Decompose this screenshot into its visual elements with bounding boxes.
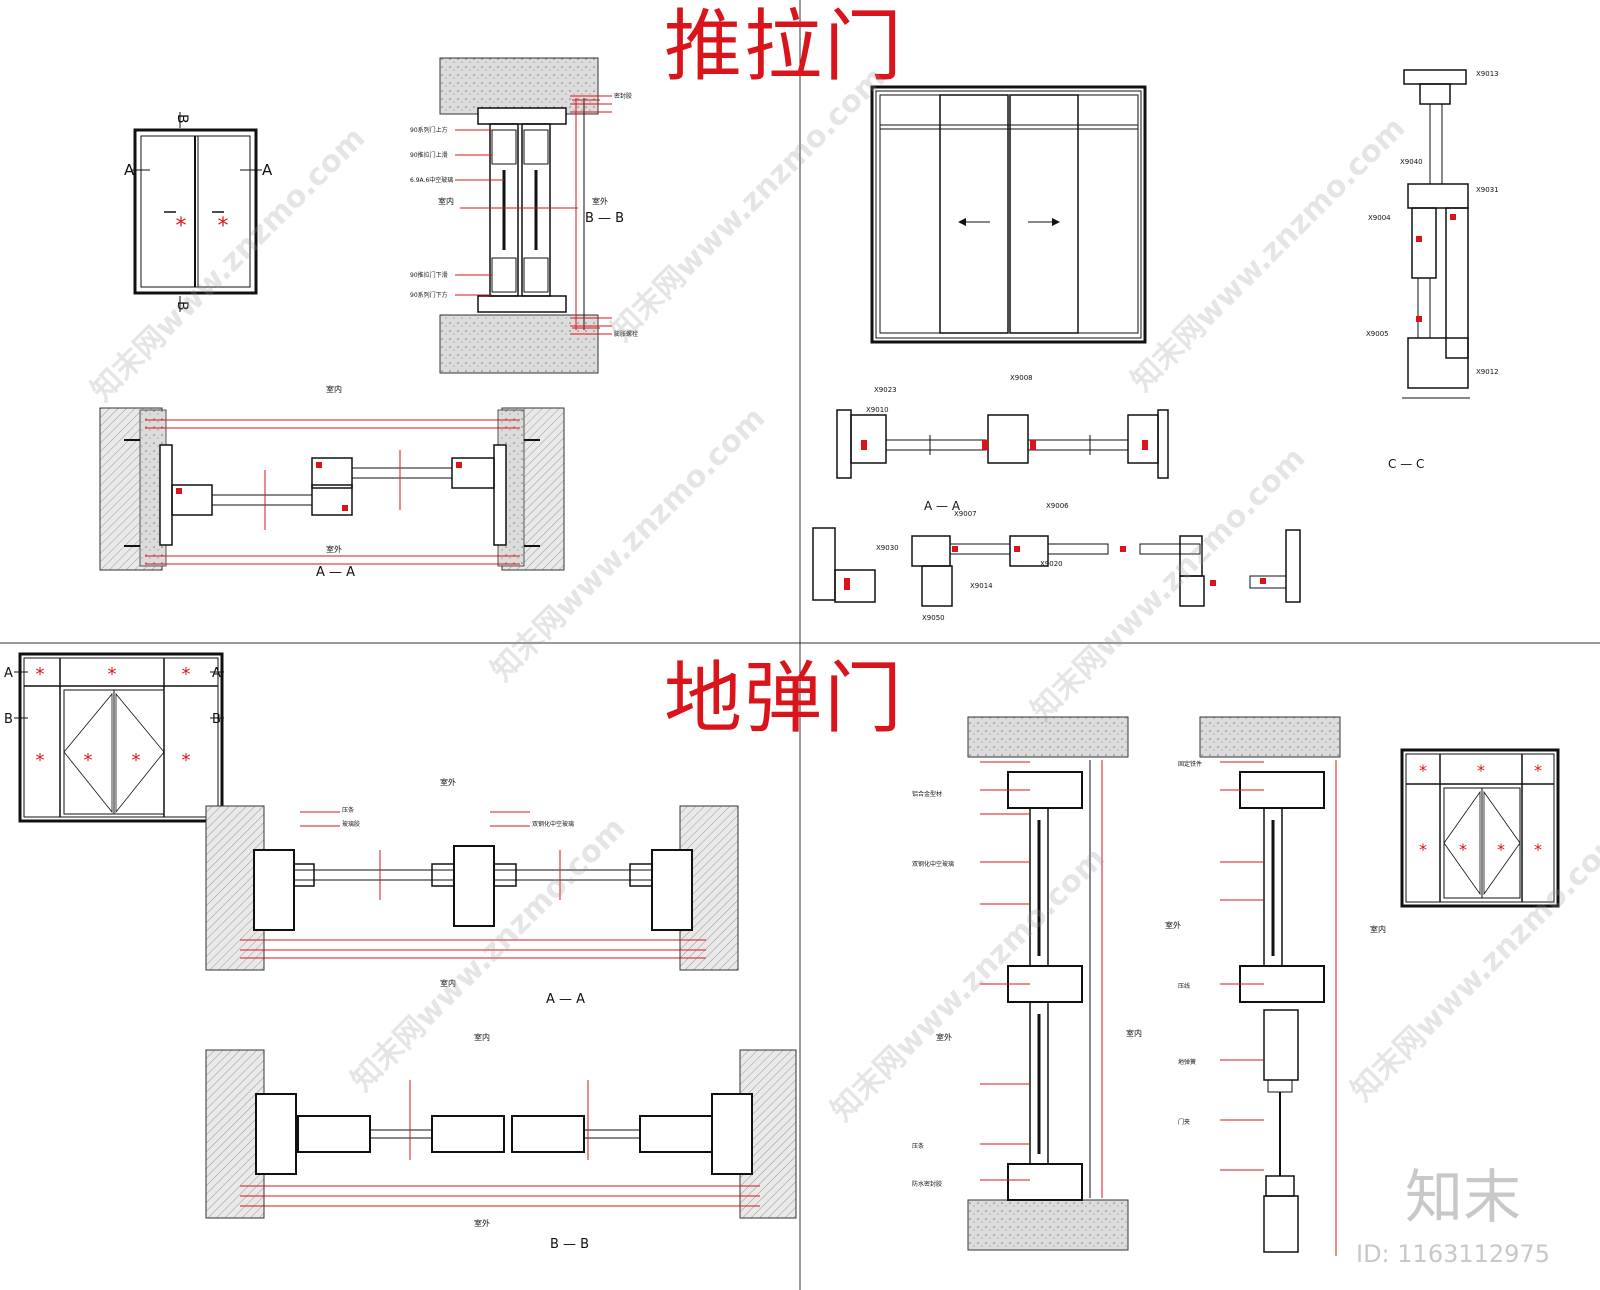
- svg-text:*: *: [132, 750, 141, 771]
- anno-spring-8: 固定铁件: [1178, 760, 1202, 768]
- label-indoor-aa: 室内: [326, 384, 342, 394]
- svg-text:*: *: [36, 664, 45, 685]
- section-marker-a-left: A: [124, 161, 135, 179]
- code-x9008: X9008: [1010, 374, 1033, 382]
- profile-section-cc: [1402, 69, 1470, 399]
- label-indoor-vs2: 室内: [1370, 924, 1386, 934]
- anno-spring-7: 压线: [1178, 982, 1190, 990]
- anno-sliding-1: 90推拉门上滑: [410, 151, 448, 159]
- profile-detail-row2: [812, 527, 1301, 607]
- svg-text:*: *: [1419, 840, 1427, 859]
- label-indoor-spring-aa: 室内: [440, 978, 456, 988]
- svg-text:*: *: [1534, 840, 1542, 859]
- svg-text:*: *: [182, 664, 191, 685]
- code-x9023: X9023: [874, 386, 897, 394]
- anno-sliding-0: 90系列门上方: [410, 126, 448, 134]
- spring-door-elevation-left: * * * * * * *: [14, 652, 224, 823]
- sliding-section-bb: [439, 57, 612, 374]
- code-x9006: X9006: [1046, 502, 1069, 510]
- section-marker-b-top: B: [174, 114, 190, 124]
- label-outdoor-vs1: 室外: [936, 1032, 952, 1042]
- spring-section-bb: [205, 1049, 797, 1219]
- spring-door-elevation-right: * * * * * * *: [1400, 748, 1560, 908]
- svg-text:*: *: [182, 750, 191, 771]
- anno-sliding-4: 90系列门下方: [410, 291, 448, 299]
- sliding-section-aa: [99, 407, 565, 571]
- brand-logo: 知末: [1405, 1163, 1522, 1231]
- code-x9010: X9010: [866, 406, 889, 414]
- anno-sliding-6: 膨胀螺栓: [614, 330, 638, 338]
- spring-vertical-section-2: [1199, 716, 1341, 1256]
- label-indoor-vs1: 室内: [1126, 1028, 1142, 1038]
- section-title-bb-top: B — B: [585, 211, 624, 226]
- marker-b-spring-right: B: [212, 712, 221, 727]
- code-x9030: X9030: [876, 544, 899, 552]
- svg-text:*: *: [1477, 761, 1485, 780]
- marker-a-spring-right: A: [212, 666, 221, 681]
- title-floor-spring-door: 地弹门: [664, 654, 905, 744]
- code-x9050: X9050: [922, 614, 945, 622]
- svg-text:*: *: [84, 750, 93, 771]
- code-x9020: X9020: [1040, 560, 1063, 568]
- anno-spring-2b: 双钢化中空玻璃: [912, 860, 954, 868]
- svg-text:*: *: [36, 750, 45, 771]
- section-title-aa-spring: A — A: [546, 992, 585, 1007]
- brand-id: ID: 1163112975: [1356, 1240, 1550, 1268]
- label-outdoor-bb: 室外: [592, 196, 608, 206]
- code-x9005: X9005: [1366, 330, 1389, 338]
- code-x9031: X9031: [1476, 186, 1499, 194]
- section-title-aa-top: A — A: [316, 565, 355, 580]
- label-outdoor-vs2: 室外: [1165, 920, 1181, 930]
- label-indoor-spring-bb: 室内: [474, 1032, 490, 1042]
- svg-text:*: *: [108, 664, 117, 685]
- marker-a-spring-left: A: [4, 666, 13, 681]
- spring-section-aa: [205, 805, 739, 971]
- code-x9012: X9012: [1476, 368, 1499, 376]
- label-outdoor-spring-aa: 室外: [440, 777, 456, 787]
- title-sliding-door: 推拉门: [664, 2, 905, 92]
- label-outdoor-aa: 室外: [326, 544, 342, 554]
- svg-text:*: *: [1534, 761, 1542, 780]
- anno-spring-3: 铝合金型材: [912, 790, 942, 798]
- section-marker-a-right: A: [262, 161, 273, 179]
- anno-spring-4: 防水密封胶: [912, 1180, 942, 1188]
- code-x9040: X9040: [1400, 158, 1423, 166]
- code-x9013: X9013: [1476, 70, 1499, 78]
- code-x9004: X9004: [1368, 214, 1391, 222]
- profile-detail-row1: [836, 409, 1169, 479]
- svg-text:*: *: [176, 214, 187, 239]
- four-panel-sliding-elevation: [870, 85, 1147, 344]
- anno-sliding-2: 6.9A.6中空玻璃: [410, 176, 453, 184]
- svg-text:*: *: [1497, 840, 1505, 859]
- label-indoor-bb: 室内: [438, 196, 454, 206]
- anno-spring-1: 玻璃胶: [342, 820, 360, 828]
- section-marker-b-bottom: B: [174, 301, 190, 311]
- anno-sliding-5: 密封胶: [614, 92, 632, 100]
- anno-spring-0: 压条: [342, 806, 354, 814]
- section-title-bb-spring: B — B: [550, 1237, 589, 1252]
- svg-text:*: *: [1419, 761, 1427, 780]
- code-x9014: X9014: [970, 582, 993, 590]
- section-title-cc: C — C: [1388, 457, 1424, 471]
- code-x9007: X9007: [954, 510, 977, 518]
- marker-b-spring-left: B: [4, 712, 13, 727]
- anno-spring-5: 地弹簧: [1178, 1058, 1196, 1066]
- spring-vertical-section-1: [967, 716, 1129, 1251]
- label-outdoor-spring-bb: 室外: [474, 1218, 490, 1228]
- anno-sliding-3: 90推拉门下滑: [410, 271, 448, 279]
- anno-spring-2: 双钢化中空玻璃: [532, 820, 574, 828]
- section-title-aa-profiles: A — A: [924, 499, 961, 513]
- sliding-door-elevation: * *: [132, 112, 262, 312]
- svg-text:*: *: [218, 214, 229, 239]
- anno-spring-6: 门夹: [1178, 1118, 1190, 1126]
- anno-spring-0b: 压条: [912, 1142, 924, 1150]
- svg-text:*: *: [1459, 840, 1467, 859]
